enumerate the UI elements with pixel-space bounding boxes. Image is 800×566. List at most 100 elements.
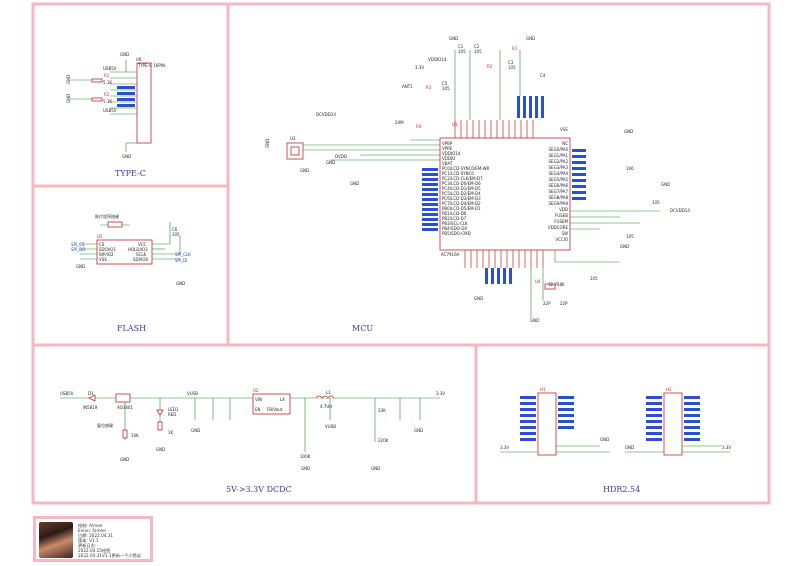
svg-text:GND: GND [661,182,670,187]
outer-frame [31,2,771,505]
svg-text:SPI_DI: SPI_DI [175,258,187,263]
svg-text:PC7/LCD-D4/EM-D2: PC7/LCD-D4/EM-D2 [442,201,481,206]
svg-text:3.3V: 3.3V [415,65,424,70]
svg-text:GND: GND [120,457,129,462]
svg-text:U3: U3 [290,136,296,141]
svg-text:R4: R4 [416,124,422,129]
mcu-chip: U1 AC7916A VPBP VPPE VDDIO14 VDDIO VBAT … [265,36,690,323]
svg-text:AC7916A: AC7916A [441,252,460,257]
svg-text:VDD: VDD [559,207,568,212]
svg-text:4.7UH: 4.7UH [320,404,332,409]
svg-text:PB4/SDO-D0: PB4/SDO-D0 [442,226,467,231]
svg-text:SPI_DO: SPI_DO [71,247,85,252]
svg-text:SW: SW [562,231,569,236]
svg-text:VCCIO: VCCIO [555,237,568,242]
svg-text:C5: C5 [442,81,448,86]
svg-text:32.768K: 32.768K [548,282,565,287]
svg-text:22P: 22P [543,301,551,306]
svg-text:SDO/IO1: SDO/IO1 [99,247,116,252]
svg-text:R2: R2 [487,64,493,69]
svg-text:PB2/LCD-D7: PB2/LCD-D7 [442,216,467,221]
svg-text:FB/Vout: FB/Vout [267,407,283,412]
svg-text:GND: GND [474,296,483,301]
svg-text:10K: 10K [131,433,139,438]
svg-text:DCVDD14: DCVDD14 [670,208,690,213]
title-block-changelog: 更新日志: [78,543,97,548]
svg-text:SEG0/PA0: SEG0/PA0 [549,147,569,152]
svg-text:IN5819: IN5819 [83,405,98,410]
svg-text:U4: U4 [535,279,541,284]
svg-text:SPI_CS: SPI_CS [71,242,85,247]
svg-text:PB3/SCL-CLK: PB3/SCL-CLK [442,221,468,226]
svg-text:SEG9/PA9: SEG9/PA9 [549,201,569,206]
svg-text:105: 105 [508,65,516,70]
section-title-hdr: HDR2.54 [603,485,640,494]
section-title-mcu: MCU [352,324,373,333]
svg-text:C4: C4 [540,73,546,78]
svg-text:3.3V: 3.3V [436,391,445,396]
svg-text:GND: GND [326,160,335,165]
svg-text:C3: C3 [508,60,514,65]
svg-text:PC5/LCD-D2/EM-D4: PC5/LCD-D2/EM-D4 [442,191,481,196]
svg-text:DVDD: DVDD [335,154,347,159]
svg-text:SEG5/PA5: SEG5/PA5 [549,177,569,182]
svg-text:5.1K: 5.1K [103,99,112,104]
svg-text:FUSEM: FUSEM [554,219,568,224]
svg-text:GND: GND [526,36,535,41]
svg-text:33K: 33K [378,408,386,413]
svg-text:105: 105 [626,234,634,239]
svg-text:L1: L1 [326,390,331,395]
svg-text:105: 105 [474,49,482,54]
svg-text:VUSB: VUSB [325,424,336,429]
svg-text:LED1: LED1 [168,407,179,412]
svg-text:GND: GND [300,168,309,173]
svg-text:GND: GND [66,94,71,103]
svg-text:复位按键: 复位按键 [97,422,113,428]
svg-text:USB5V: USB5V [103,108,117,113]
svg-text:GND: GND [265,139,270,148]
svg-text:VDDIO14: VDDIO14 [428,57,447,62]
svg-text:FUSEB: FUSEB [555,213,568,218]
svg-text:GND: GND [620,244,629,249]
svg-text:GND: GND [530,318,539,323]
svg-text:SEG2/PA2: SEG2/PA2 [549,159,569,164]
svg-text:R1: R1 [104,73,110,78]
title-block-log-1: 2022.04.15绘图 [78,548,111,553]
svg-text:VBAT: VBAT [442,161,453,166]
title-block: 绘制: Aimee Enion: Aimee 日期: 2022.04.31 版本… [33,516,153,562]
svg-text:WP/IO2: WP/IO2 [99,252,114,257]
svg-text:PC3/LCD-D0/EM-D6: PC3/LCD-D0/EM-D6 [442,181,481,186]
svg-text:GND: GND [600,437,609,442]
svg-text:U2: U2 [253,388,259,393]
title-block-log-2: 2022.04.31V1.1更新一个小错误 [78,553,141,558]
title-block-author: 绘制: Aimee [78,523,103,528]
svg-text:R2: R2 [104,92,110,97]
svg-text:VUSB: VUSB [187,391,198,396]
svg-text:106: 106 [626,166,634,171]
svg-text:PC1/LCD-SYNC0: PC1/LCD-SYNC0 [442,171,474,176]
svg-text:105: 105 [590,276,598,281]
svg-text:PC2/LCD-CLK/EM-D7: PC2/LCD-CLK/EM-D7 [442,176,483,181]
svg-text:ANT1: ANT1 [402,84,413,89]
svg-text:5.1K: 5.1K [103,80,112,85]
svg-text:SEG4/PA4: SEG4/PA4 [549,171,569,176]
typec-connector: U6 TYPE-C 16PIN GND GND USB5V USB5V R1 5… [66,52,165,159]
svg-text:R3: R3 [426,85,432,90]
svg-text:H2: H2 [666,387,672,392]
svg-text:U6: U6 [136,57,142,62]
svg-text:RED: RED [168,412,176,417]
svg-text:VIN: VIN [255,397,262,402]
svg-text:贴片程序按键: 贴片程序按键 [95,213,119,219]
svg-text:220K: 220K [378,438,389,443]
author-avatar [39,522,73,558]
svg-text:VCC: VCC [138,242,147,247]
svg-text:C2: C2 [474,44,480,49]
svg-text:105: 105 [652,200,660,205]
svg-text:EN: EN [255,407,261,412]
svg-text:VDDCORE: VDDCORE [548,225,569,230]
svg-text:SEG3/PA3: SEG3/PA3 [549,165,569,170]
svg-text:105: 105 [172,232,180,237]
svg-text:SEG1/PA1: SEG1/PA1 [549,153,569,158]
dcdc-circuit: U2 VIN EN FB/Vout LX USB5V D1 IN5819 AO3… [60,388,445,471]
